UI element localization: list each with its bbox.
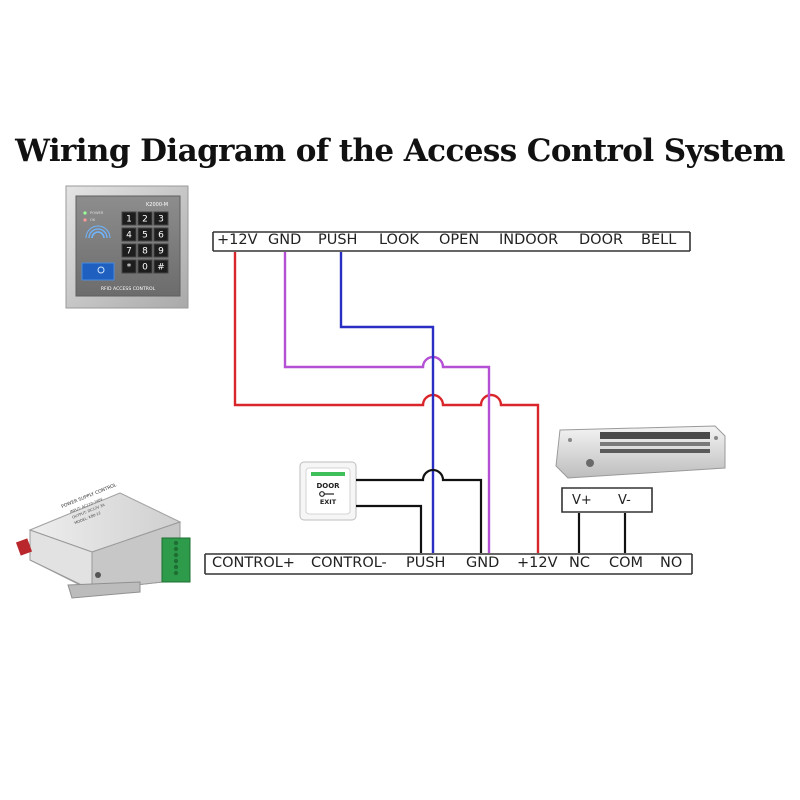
power-terminal-control-minus: CONTROL- [311, 555, 387, 571]
controller-terminal-12v: +12V [217, 232, 258, 248]
keypad-key-label: # [157, 263, 165, 273]
power-terminal-com: COM [609, 555, 644, 571]
keypad-key [121, 243, 137, 258]
power-terminal-gnd: GND [466, 555, 500, 571]
magnetic-lock-device [555, 425, 726, 479]
keypad-key [153, 259, 169, 274]
wire-black-exit-2 [356, 504, 423, 553]
lock-terminal-v-minus: V- [618, 493, 631, 508]
wire-black-exit-1 [356, 468, 483, 553]
keypad-key-label: 7 [126, 247, 132, 257]
controller-terminal-indoor: INDOOR [499, 232, 559, 248]
controller-terminal-bell: BELL [641, 232, 677, 248]
keypad-key [121, 259, 137, 274]
keypad-key-label: 2 [142, 215, 148, 225]
keypad-key [153, 227, 169, 242]
controller-terminal-push: PUSH [318, 232, 358, 248]
power-terminal-push: PUSH [406, 555, 446, 571]
keypad-key [121, 211, 137, 226]
terminal-bars [204, 231, 693, 575]
keypad-key-label: 4 [126, 231, 132, 241]
power-supply-device: POWER SUPPLY CONTROL INPUT: AC110-240V O… [15, 482, 191, 599]
keypad-key [137, 259, 153, 274]
controller-terminal-door: DOOR [579, 232, 624, 248]
wire-blue-push [339, 252, 435, 553]
power-terminal-nc: NC [569, 555, 590, 571]
keypad-key [121, 227, 137, 242]
keypad-status-2: OK [90, 218, 96, 222]
power-terminal-12v: +12V [517, 555, 558, 571]
keypad-key [153, 243, 169, 258]
controller-terminal-look: LOOK [379, 232, 419, 248]
controller-terminal-gnd: GND [268, 232, 302, 248]
keypad-model-label: K2000-M [146, 202, 168, 208]
keypad-footer: RFID ACCESS CONTROL [101, 286, 156, 292]
page-title: Wiring Diagram of the Access Control Sys… [15, 133, 785, 169]
keypad-key-label: * [127, 263, 132, 273]
keypad-key-label: 8 [142, 247, 148, 257]
keypad-key-label: 5 [142, 231, 148, 241]
exit-button-line1: DOOR [316, 482, 340, 490]
keypad-key-label: 3 [158, 215, 164, 225]
exit-button-line2: EXIT [320, 498, 337, 506]
keypad-key [153, 211, 169, 226]
keypad-status-1: POWER [90, 211, 104, 215]
keypad-key-label: 1 [126, 215, 132, 225]
controller-terminal-open: OPEN [439, 232, 480, 248]
keypad-key-label: 0 [142, 263, 148, 273]
keypad-key [137, 227, 153, 242]
keypad-key [137, 243, 153, 258]
power-terminal-control-plus: CONTROL+ [212, 555, 295, 571]
power-terminal-no: NO [660, 555, 683, 571]
wire-red-12v [233, 252, 540, 553]
keypad-key-label: 9 [158, 247, 164, 257]
keypad-key [137, 211, 153, 226]
exit-button-device: DOOR EXIT [299, 461, 357, 521]
lock-terminal-v-plus: V+ [572, 493, 592, 508]
keypad-key-label: 6 [158, 231, 164, 241]
